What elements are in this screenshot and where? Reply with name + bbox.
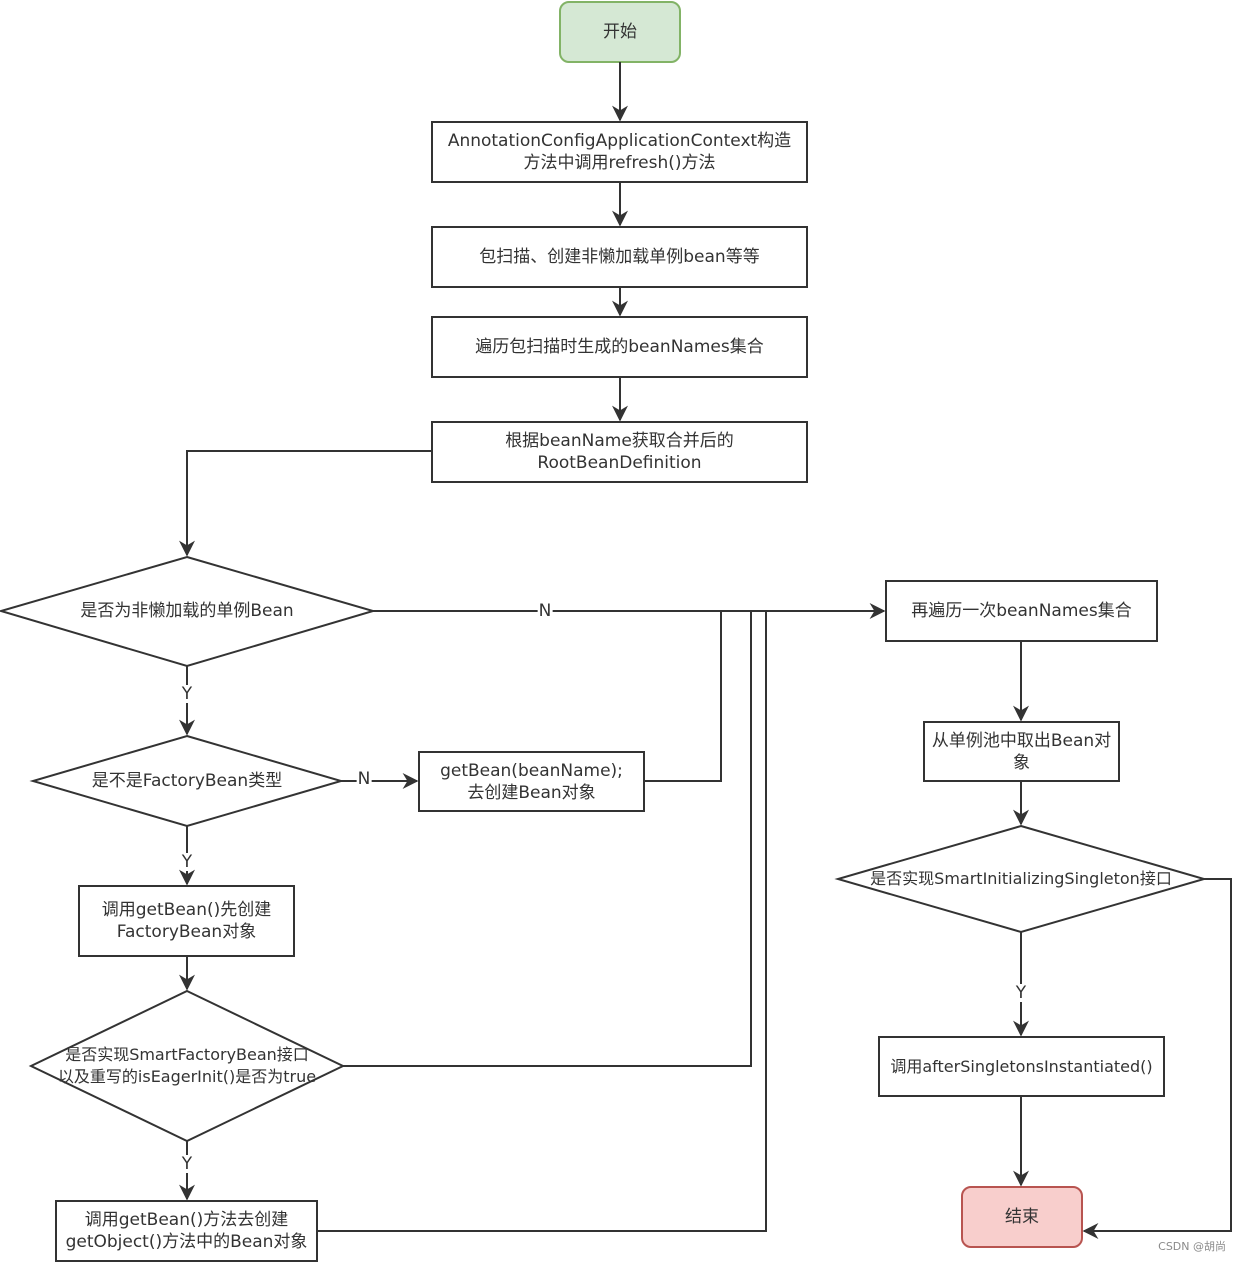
call-after-node-shape: [878, 1036, 1165, 1097]
create-object-node-shape: [55, 1200, 318, 1262]
is-smart-factory-bean-diamond: [28, 989, 346, 1143]
is-factory-bean-diamond: [29, 734, 345, 828]
scan-node-shape: [431, 226, 808, 288]
iterate1-node-shape: [431, 316, 808, 378]
edge-create-object-to-iterate2: [317, 611, 767, 1232]
edge-label-y1: Y: [180, 684, 194, 704]
edge-get-bean-direct-to-iterate2: [644, 611, 722, 782]
edge-get-rbd-to-decision1: [179, 450, 432, 557]
edge-decision3-no-to-iterate2: [343, 611, 752, 1067]
edge-decision4-no-to-end: [1082, 878, 1232, 1239]
edge-label-y2: Y: [180, 852, 194, 872]
edge-label-n2: N: [356, 769, 372, 789]
start-node-shape: [559, 1, 681, 63]
end-node-shape: [961, 1186, 1083, 1248]
take-from-pool-node-shape: [923, 721, 1120, 782]
refresh-node-shape: [431, 121, 808, 183]
is-non-lazy-singleton-diamond: [0, 555, 377, 668]
is-smart-init-diamond: [834, 824, 1208, 934]
get-bean-direct-node-shape: [418, 751, 645, 812]
create-factory-bean-node-shape: [78, 885, 295, 957]
iterate2-node-shape: [885, 580, 1158, 642]
edge-label-y3: Y: [180, 1154, 194, 1174]
get-rbd-node-shape: [431, 421, 808, 483]
edge-label-n1: N: [537, 601, 553, 621]
watermark: CSDN @胡尚: [1158, 1240, 1226, 1253]
edge-label-y4: Y: [1014, 983, 1028, 1003]
